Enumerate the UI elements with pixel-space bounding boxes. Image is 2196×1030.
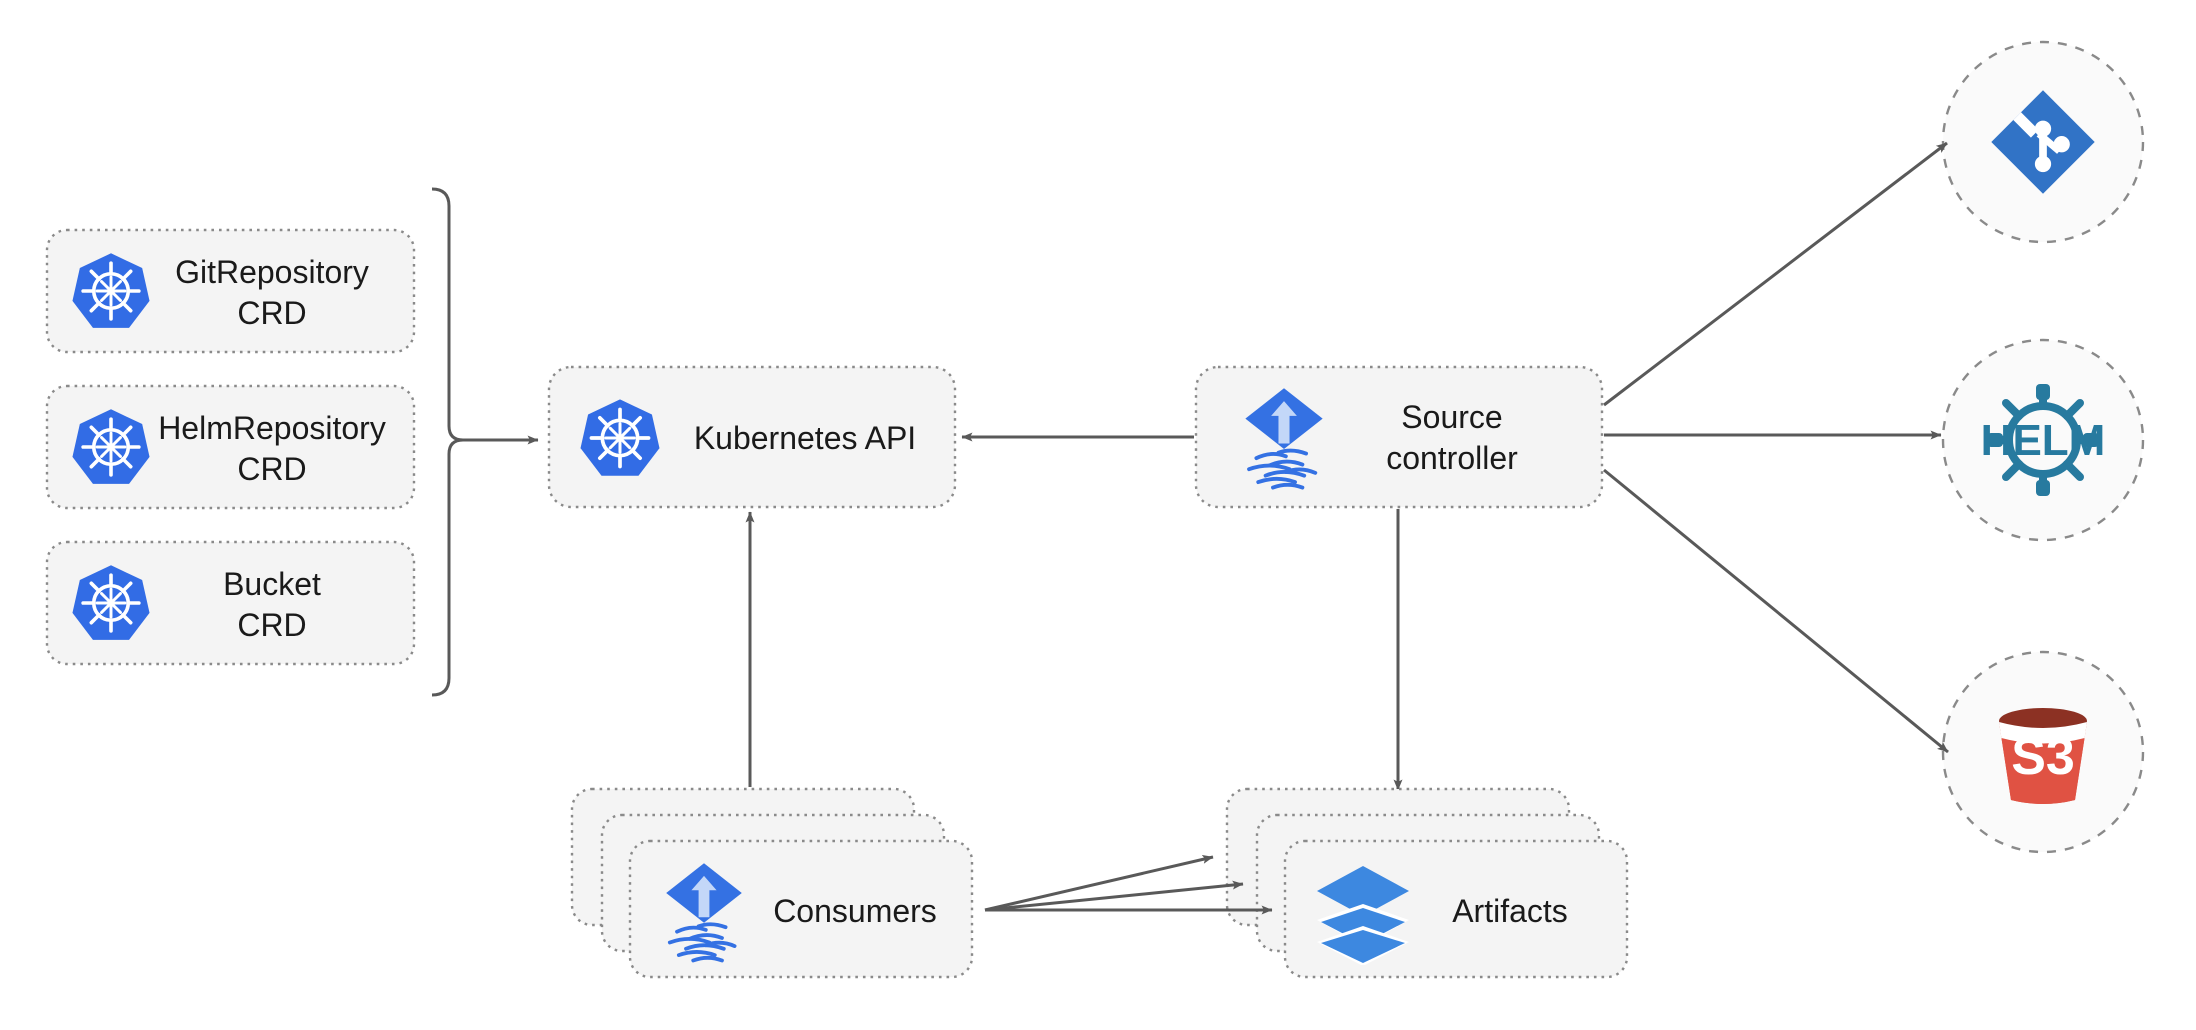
crd-label-line1: HelmRepository <box>158 410 386 446</box>
node-label-source-controller-line2: controller <box>1386 440 1518 476</box>
crd-group: GitRepository CRD HelmRepository CRD Buc… <box>45 228 416 666</box>
edge-consumers-to-artifacts-1 <box>984 854 1214 912</box>
crd-label-line2: CRD <box>237 451 306 487</box>
helm-wordmark: HELM <box>1981 416 2106 465</box>
node-source-controller[interactable]: Source controller <box>1194 365 1604 509</box>
node-consumers[interactable]: Consumers <box>570 787 974 979</box>
node-label-consumers: Consumers <box>773 893 937 929</box>
node-label-source-controller-line1: Source <box>1401 399 1502 435</box>
node-label-artifacts: Artifacts <box>1452 893 1568 929</box>
crd-card-bucket[interactable]: Bucket CRD <box>45 540 416 666</box>
edge-crds-to-k8s-api <box>431 187 539 697</box>
node-helm-source[interactable]: HELM <box>1941 338 2145 542</box>
edge-consumers-to-artifacts-2 <box>984 880 1244 912</box>
crd-label-line2: CRD <box>237 295 306 331</box>
node-kubernetes-api[interactable]: Kubernetes API <box>547 365 957 509</box>
edge-group-consumers-to-artifacts <box>984 854 1273 915</box>
node-git-source[interactable] <box>1941 40 2145 244</box>
crd-label-line2: CRD <box>237 607 306 643</box>
crd-label-line1: GitRepository <box>175 254 369 290</box>
crd-card-gitrepository[interactable]: GitRepository CRD <box>45 228 416 354</box>
crd-label-line1: Bucket <box>223 566 321 602</box>
crd-card-helmrepository[interactable]: HelmRepository CRD <box>45 384 416 510</box>
s3-wordmark: S3 <box>2011 728 2075 786</box>
node-s3-source[interactable]: S3 <box>1941 650 2145 854</box>
edge-source-controller-to-git <box>1603 141 1948 407</box>
node-artifacts[interactable]: Artifacts <box>1225 787 1629 979</box>
edge-source-controller-to-s3 <box>1603 468 1949 754</box>
node-label-kubernetes-api: Kubernetes API <box>694 420 916 456</box>
